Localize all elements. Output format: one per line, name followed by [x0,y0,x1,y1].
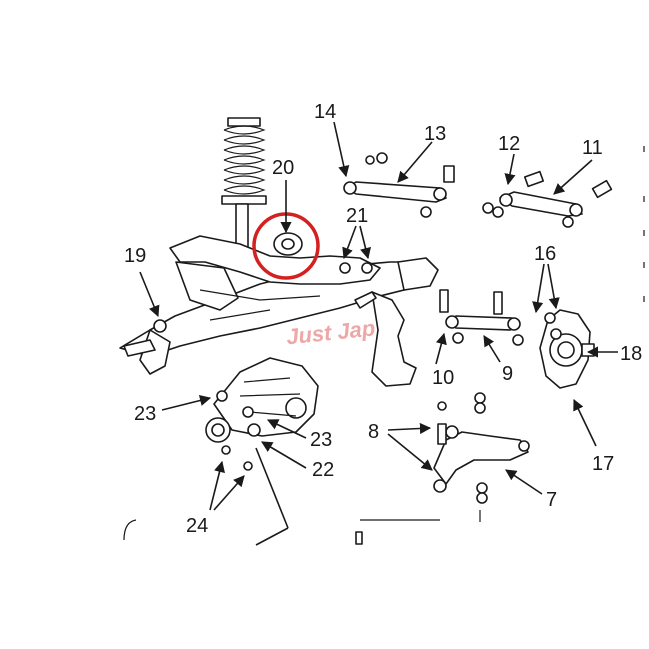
callout-20: 20 [272,157,294,179]
lower-control-arm [433,392,530,504]
callout-24: 24 [186,515,208,537]
callout-12: 12 [498,133,520,155]
upper-link-arm-11 [482,170,613,228]
misc-hardware [123,146,645,546]
callout-18: 18 [620,343,642,365]
lower-link-arm-9 [439,289,524,346]
callout-8: 8 [368,421,379,443]
rear-subframe [119,232,439,387]
callout-19: 19 [124,245,146,267]
differential-housing [205,357,319,471]
callout-labels: 20 19 14 13 12 11 21 16 18 17 10 9 8 7 2… [124,101,642,537]
callout-23-right: 23 [310,429,332,451]
leader-lines [139,121,618,529]
callout-10: 10 [432,367,454,389]
callout-23-left: 23 [134,403,156,425]
callout-7: 7 [546,489,557,511]
callout-13: 13 [424,123,446,145]
hub-carrier-knuckle [539,309,595,389]
upper-link-arm-13 [343,152,455,218]
callout-16: 16 [534,243,556,265]
callout-11: 11 [582,137,603,159]
callout-21: 21 [346,205,368,227]
callout-9: 9 [502,363,513,385]
callout-22: 22 [312,459,334,481]
callout-14: 14 [314,101,336,123]
watermark-text: Just Jap [285,315,376,349]
callout-17: 17 [592,453,614,475]
